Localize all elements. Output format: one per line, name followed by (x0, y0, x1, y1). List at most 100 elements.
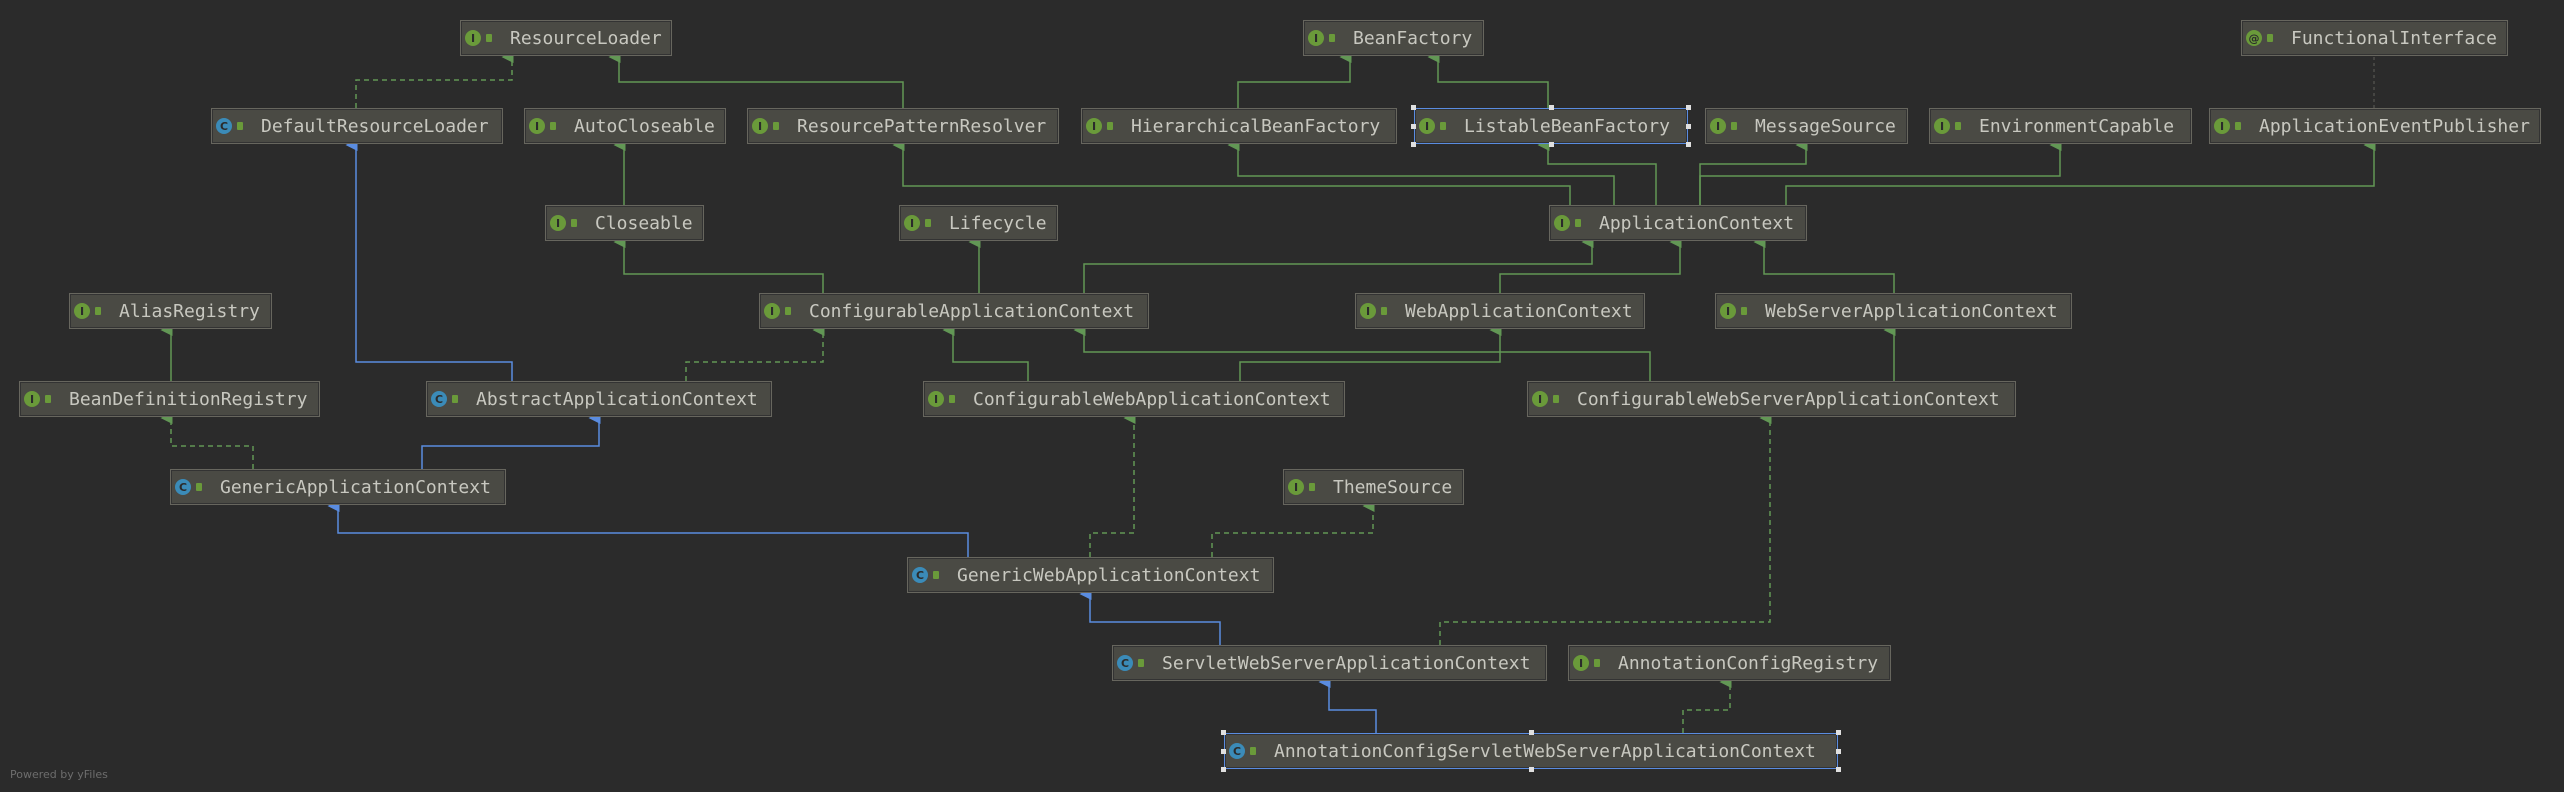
interface-icon: I (74, 303, 90, 319)
selection-handle[interactable] (1549, 105, 1554, 110)
edge-GenericWebApplicationContext-to-GenericApplicationContext (327, 500, 969, 557)
public-visibility-icon (1955, 119, 1967, 133)
selection-handle[interactable] (1221, 749, 1226, 754)
interface-icon: I (1360, 303, 1376, 319)
class-icon: C (216, 118, 232, 134)
node-label: ApplicationEventPublisher (2259, 115, 2530, 137)
node-label: Lifecycle (949, 212, 1047, 234)
edge-ApplicationContext-to-ResourcePatternResolver (892, 139, 1571, 205)
public-visibility-icon (486, 31, 498, 45)
selection-handle[interactable] (1529, 767, 1534, 772)
public-visibility-icon (452, 392, 464, 406)
edge-GenericWebApplicationContext-to-ConfigurableWebApplicationContext (1089, 412, 1136, 557)
public-visibility-icon (933, 568, 945, 582)
node-label: ConfigurableApplicationContext (809, 300, 1135, 322)
node-label: WebServerApplicationContext (1765, 300, 2058, 322)
node-label: Closeable (595, 212, 693, 234)
selection-handle[interactable] (1836, 749, 1841, 754)
public-visibility-icon (1138, 656, 1150, 670)
selection-handle[interactable] (1411, 105, 1416, 110)
selection-handle[interactable] (1411, 124, 1416, 129)
selection-handle[interactable] (1549, 142, 1554, 147)
edge-ListableBeanFactory-to-BeanFactory (1427, 51, 1549, 108)
selection-handle[interactable] (1686, 124, 1691, 129)
interface-icon: I (2214, 118, 2230, 134)
selection-handle[interactable] (1221, 767, 1226, 772)
public-visibility-icon (550, 119, 562, 133)
node-label: AnnotationConfigServletWebServerApplicat… (1274, 740, 1816, 762)
node-label: BeanFactory (1353, 27, 1473, 49)
node-label: ConfigurableWebApplicationContext (973, 388, 1331, 410)
public-visibility-icon (1594, 656, 1606, 670)
public-visibility-icon (2235, 119, 2247, 133)
edge-AnnotationConfigServletWebServerApplicationContext-to-ServletWebServerApplicationContext (1318, 676, 1377, 733)
node-label: GenericWebApplicationContext (957, 564, 1261, 586)
node-GenericWebApplicationContext[interactable]: C GenericWebApplicationContext (907, 557, 1274, 593)
node-label: DefaultResourceLoader (261, 115, 489, 137)
edge-ApplicationContext-to-ListableBeanFactory (1537, 139, 1657, 205)
public-visibility-icon (1329, 31, 1341, 45)
edge-ServletWebServerApplicationContext-to-ConfigurableWebServerApplicationContext (1439, 412, 1772, 645)
selection-handle[interactable] (1529, 730, 1534, 735)
node-ServletWebServerApplicationContext[interactable]: C ServletWebServerApplicationContext (1112, 645, 1547, 681)
node-label: FunctionalInterface (2291, 27, 2497, 49)
public-visibility-icon (196, 480, 208, 494)
interface-icon: I (465, 30, 481, 46)
public-visibility-icon (1250, 744, 1262, 758)
node-label: AutoCloseable (574, 115, 715, 137)
node-WebApplicationContext[interactable]: I WebApplicationContext (1355, 293, 1645, 329)
selection-handle[interactable] (1411, 142, 1416, 147)
edge-WebServerApplicationContext-to-ApplicationContext (1753, 236, 1895, 293)
public-visibility-icon (925, 216, 937, 230)
node-label: ServletWebServerApplicationContext (1162, 652, 1531, 674)
node-DefaultResourceLoader[interactable]: C DefaultResourceLoader (211, 108, 503, 144)
edge-AbstractApplicationContext-to-DefaultResourceLoader (345, 139, 513, 381)
selection-handle[interactable] (1836, 730, 1841, 735)
edge-ServletWebServerApplicationContext-to-GenericWebApplicationContext (1079, 588, 1221, 645)
selection-handle[interactable] (1686, 105, 1691, 110)
node-Closeable[interactable]: I Closeable (545, 205, 704, 241)
selection-handle[interactable] (1221, 730, 1226, 735)
class-icon: C (1117, 655, 1133, 671)
edge-ApplicationContext-to-EnvironmentCapable (1699, 139, 2062, 205)
selection-handle[interactable] (1836, 767, 1841, 772)
interface-icon: I (1288, 479, 1304, 495)
interface-icon: I (550, 215, 566, 231)
interface-icon: I (1554, 215, 1570, 231)
node-label: HierarchicalBeanFactory (1131, 115, 1381, 137)
node-label: WebApplicationContext (1405, 300, 1633, 322)
interface-icon: I (1710, 118, 1726, 134)
node-FunctionalInterface[interactable]: @FunctionalInterface (2241, 20, 2508, 56)
public-visibility-icon (1440, 119, 1452, 133)
class-icon: C (912, 567, 928, 583)
public-visibility-icon (1309, 480, 1321, 494)
node-ApplicationEventPublisher[interactable]: I ApplicationEventPublisher (2209, 108, 2541, 144)
interface-icon: I (752, 118, 768, 134)
interface-icon: I (1308, 30, 1324, 46)
selection-handle[interactable] (1686, 142, 1691, 147)
node-BeanFactory[interactable]: I BeanFactory (1303, 20, 1484, 56)
edge-HierarchicalBeanFactory-to-BeanFactory (1237, 51, 1352, 108)
node-label: ListableBeanFactory (1464, 115, 1670, 137)
public-visibility-icon (237, 119, 249, 133)
